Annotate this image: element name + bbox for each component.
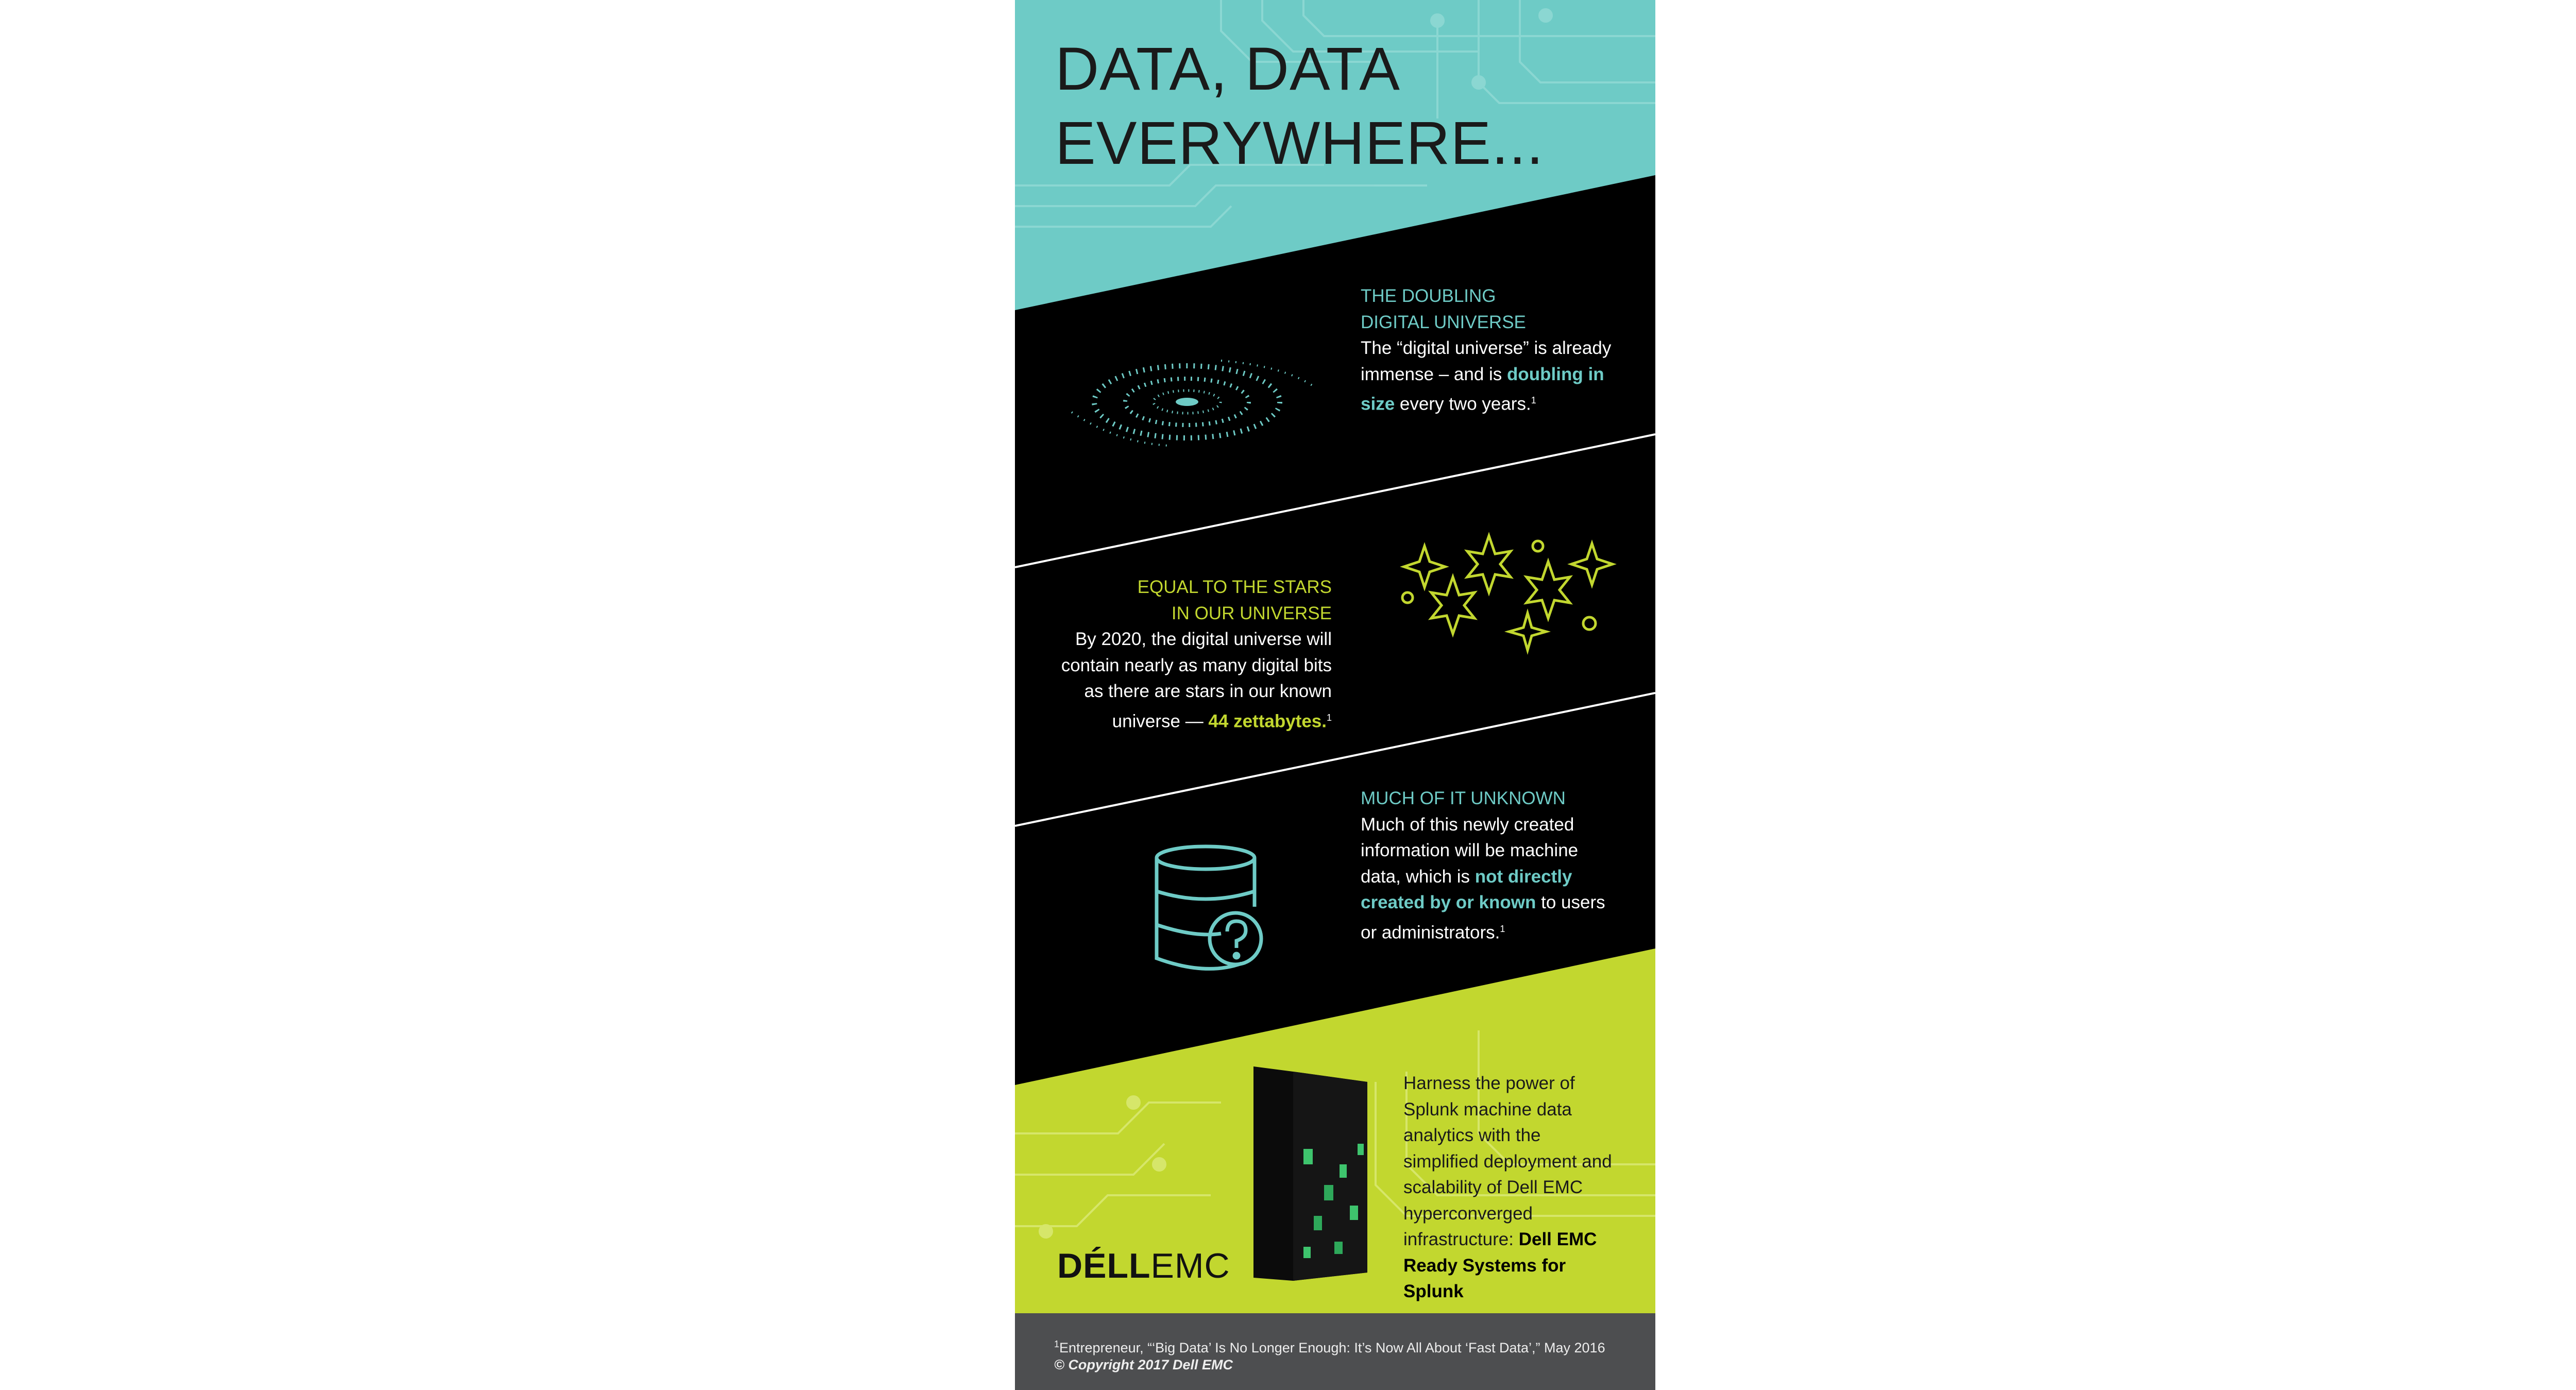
section-body: The “digital universe” is already immens…	[1361, 335, 1629, 417]
highlight-text: 44 zettabytes.	[1208, 711, 1327, 732]
footnote-ref: 1	[1500, 923, 1505, 934]
background	[1015, 0, 1655, 1313]
section-doubling-digital-universe: THE DOUBLING DIGITAL UNIVERSE The “digit…	[1361, 283, 1629, 417]
footer: 1Entrepreneur, “‘Big Data’ Is No Longer …	[1015, 1313, 1655, 1390]
database-question-icon	[1155, 844, 1263, 971]
body-text: By 2020, the digital universe will conta…	[1061, 629, 1332, 732]
body-text: every two years.	[1395, 394, 1531, 414]
citation-text: Entrepreneur, “‘Big Data’ Is No Longer E…	[1059, 1340, 1605, 1355]
body-text: The “digital universe” is already immens…	[1361, 338, 1612, 384]
stars-icon	[1400, 532, 1617, 655]
section-body: By 2020, the digital universe will conta…	[1054, 626, 1332, 735]
circuit-pattern-top	[1015, 0, 1655, 228]
logo-dell: DÉLL	[1057, 1246, 1151, 1285]
product-name: Dell EMC Ready Systems for Splunk	[1403, 1229, 1597, 1301]
footnote-ref: 1	[1326, 712, 1332, 723]
highlight-text: doubling in size	[1361, 364, 1604, 414]
footnote-ref: 1	[1531, 395, 1536, 405]
circuit-pattern-bottom	[1015, 1030, 1655, 1239]
section-splunk-cta: Harness the power of Splunk machine data…	[1403, 1071, 1620, 1305]
server-tower-icon	[1253, 1066, 1367, 1281]
body-text: Harness the power of Splunk machine data…	[1403, 1073, 1612, 1249]
section-heading: THE DOUBLING	[1361, 286, 1496, 306]
title-line-1: DATA, DATA	[1055, 35, 1400, 103]
section-heading: IN OUR UNIVERSE	[1171, 603, 1332, 623]
section-heading: DIGITAL UNIVERSE	[1361, 312, 1526, 332]
section-equal-to-stars: EQUAL TO THE STARS IN OUR UNIVERSE By 20…	[1054, 574, 1332, 735]
footnote-marker: 1	[1054, 1339, 1060, 1349]
highlight-text: not directly created by or known	[1361, 866, 1572, 913]
section-heading: MUCH OF IT UNKNOWN	[1361, 788, 1566, 808]
spiral-galaxy-icon	[1071, 360, 1315, 447]
section-much-unknown: MUCH OF IT UNKNOWN Much of this newly cr…	[1361, 786, 1618, 946]
body-text: to users or administrators.	[1361, 892, 1605, 943]
divider	[1015, 433, 1655, 568]
copyright: © Copyright 2017 Dell EMC	[1054, 1357, 1233, 1372]
dell-emc-logo: DÉLLEMC	[1057, 1246, 1230, 1286]
citation: 1Entrepreneur, “‘Big Data’ Is No Longer …	[1054, 1336, 1605, 1357]
divider	[1015, 692, 1655, 827]
section-heading: EQUAL TO THE STARS	[1137, 577, 1332, 597]
title-line-2: EVERYWHERE...	[1055, 109, 1544, 177]
logo-emc: EMC	[1150, 1246, 1230, 1285]
body-text: Much of this newly created information w…	[1361, 814, 1579, 887]
teal-header-band	[1015, 0, 1655, 310]
section-body: Much of this newly created information w…	[1361, 812, 1618, 946]
